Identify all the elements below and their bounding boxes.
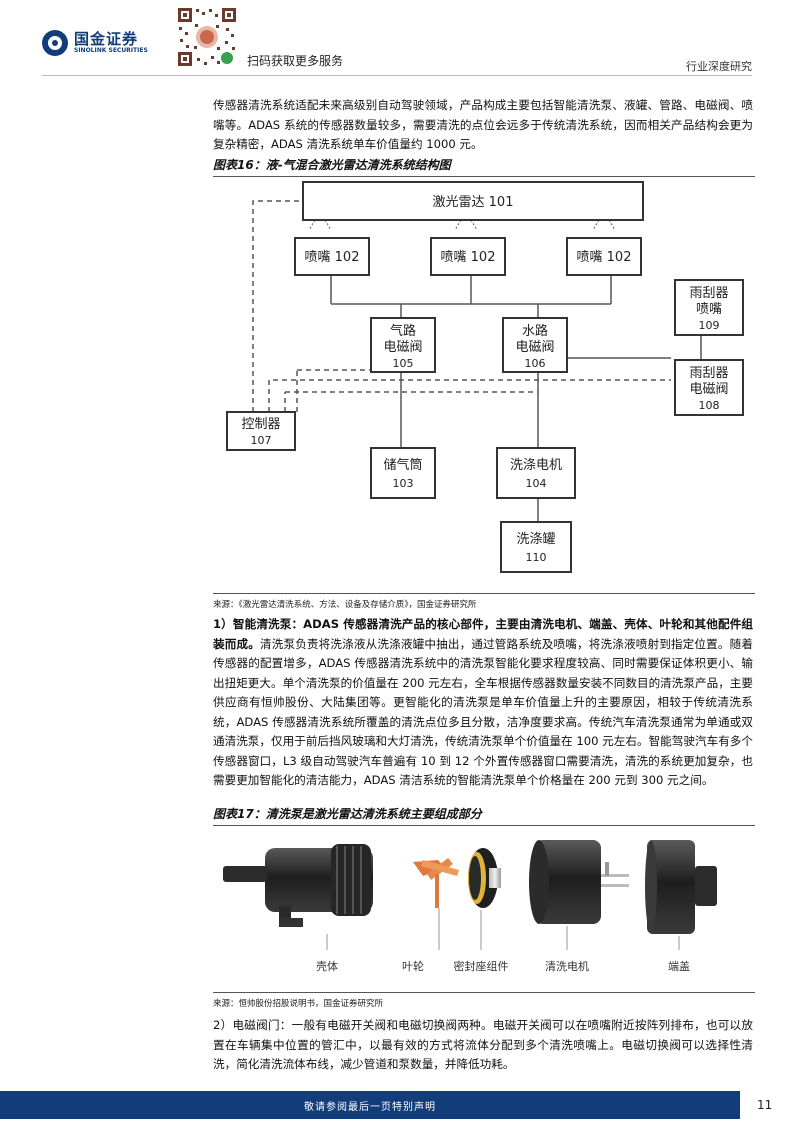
- controller-label-1: 控制器: [241, 417, 280, 432]
- motor-part: [529, 840, 629, 924]
- motor-label: 清洗电机: [545, 959, 589, 973]
- header-divider: [42, 75, 752, 76]
- tank-label-1: 洗涤罐: [516, 532, 555, 547]
- scan-prompt: 扫码获取更多服务: [247, 54, 344, 68]
- seal-label: 密封座组件: [454, 959, 509, 973]
- figure16-title: 图表16：液-气混合激光雷达清洗系统结构图: [213, 156, 755, 177]
- wiper-nozzle-label-2: 喷嘴: [696, 302, 722, 317]
- controller-box: [226, 411, 296, 451]
- logo-mark-icon: [42, 30, 68, 56]
- housing-label: 壳体: [316, 959, 338, 973]
- pump-body: 清洗泵负责将洗涤液从洗涤液罐中抽出，通过管路系统及喷嘴，将洗涤液喷射到指定位置。…: [213, 636, 753, 788]
- wiper-valve-label-2: 电磁阀: [689, 382, 728, 397]
- nozzle-label-1: 喷嘴 102: [305, 250, 360, 265]
- air-tank-label-1: 储气筒: [383, 457, 422, 473]
- water-valve-label-3: 106: [525, 357, 546, 370]
- company-logo: 国金证券 SINOLINK SECURITIES: [42, 30, 148, 56]
- end-cap-part: [645, 840, 717, 934]
- pump-components-illustration: 壳体 叶轮 密封座组件 清洗电机 端盖: [223, 840, 717, 973]
- valve-paragraph: 2）电磁阀门：一般有电磁开关阀和电磁切换阀两种。电磁开关阀可以在喷嘴附近按阵列排…: [213, 1018, 753, 1071]
- nozzle-label-3: 喷嘴 102: [577, 250, 632, 265]
- seal-assembly-part: [468, 848, 501, 908]
- figure16-source: 来源：《激光雷达清洗系统、方法、设备及存储介质》，国金证券研究所: [213, 593, 755, 610]
- water-valve-label-1: 水路: [522, 323, 548, 339]
- controller-label-2: 107: [251, 434, 272, 447]
- page-number: 11: [757, 1098, 773, 1112]
- nozzle-box-2: [430, 237, 506, 276]
- pump-lead: 1）智能清洗泵：ADAS 传感器清洗产品的核心部件，主要由清洗电机、端盖、壳体、…: [213, 617, 753, 651]
- qr-code-icon[interactable]: [176, 6, 238, 68]
- logo-name-en: SINOLINK SECURITIES: [74, 47, 148, 54]
- report-type: 行业深度研究: [686, 60, 752, 73]
- page-footer: 敬请参阅最后一页特别声明 11: [0, 1089, 794, 1123]
- cap-label: 端盖: [668, 959, 690, 973]
- air-valve-box: [370, 317, 436, 373]
- air-tank-box: [370, 447, 436, 499]
- air-tank-label-2: 103: [393, 477, 414, 490]
- motor-label-2: 104: [526, 477, 547, 490]
- water-valve-label-2: 电磁阀: [515, 340, 554, 355]
- water-valve-box: [502, 317, 568, 373]
- nozzle-label-2: 喷嘴 102: [441, 250, 496, 265]
- lidar-cleaning-system-diagram: 激光雷达 101 喷嘴 102 喷嘴 102 喷嘴 102 气路 电磁阀 105…: [226, 181, 744, 573]
- tank-box: [500, 521, 572, 573]
- air-valve-label-1: 气路: [390, 323, 416, 339]
- logo-name-cn: 国金证券: [74, 30, 139, 48]
- impeller-label: 叶轮: [402, 959, 424, 973]
- nozzle-box-3: [566, 237, 642, 276]
- footer-bar: [0, 1091, 740, 1119]
- wiper-nozzle-label-3: 109: [699, 319, 720, 332]
- page-header: 国金证券 SINOLINK SECURITIES 扫码获取更多服务 行业深度研究: [0, 0, 794, 80]
- lidar-box: [302, 181, 644, 221]
- housing-part: [223, 844, 373, 927]
- impeller-part: [413, 858, 459, 908]
- wiper-nozzle-label-1: 雨刮器: [689, 286, 728, 301]
- figure17-source: 来源：恒帅股份招股说明书，国金证券研究所: [213, 992, 755, 1009]
- intro-paragraph: 传感器清洗系统适配未来高级别自动驾驶领域，产品构成主要包括智能清洗泵、液罐、管路…: [213, 98, 753, 151]
- tank-label-2: 110: [526, 551, 547, 564]
- motor-label-1: 洗涤电机: [510, 458, 562, 473]
- disclaimer-note[interactable]: 敬请参阅最后一页特别声明: [304, 1102, 436, 1113]
- motor-box: [496, 447, 576, 499]
- air-valve-label-3: 105: [393, 357, 414, 370]
- wiper-nozzle-box: [674, 279, 744, 336]
- nozzle-box-1: [294, 237, 370, 276]
- air-valve-label-2: 电磁阀: [383, 340, 422, 355]
- lidar-label: 激光雷达 101: [433, 195, 514, 210]
- wiper-valve-box: [674, 359, 744, 416]
- pump-paragraph: 1）智能清洗泵：ADAS 传感器清洗产品的核心部件，主要由清洗电机、端盖、壳体、…: [213, 615, 753, 791]
- wiper-valve-label-3: 108: [699, 399, 720, 412]
- figure17-title: 图表17：清洗泵是激光雷达清洗系统主要组成部分: [213, 805, 755, 826]
- wiper-valve-label-1: 雨刮器: [689, 366, 728, 381]
